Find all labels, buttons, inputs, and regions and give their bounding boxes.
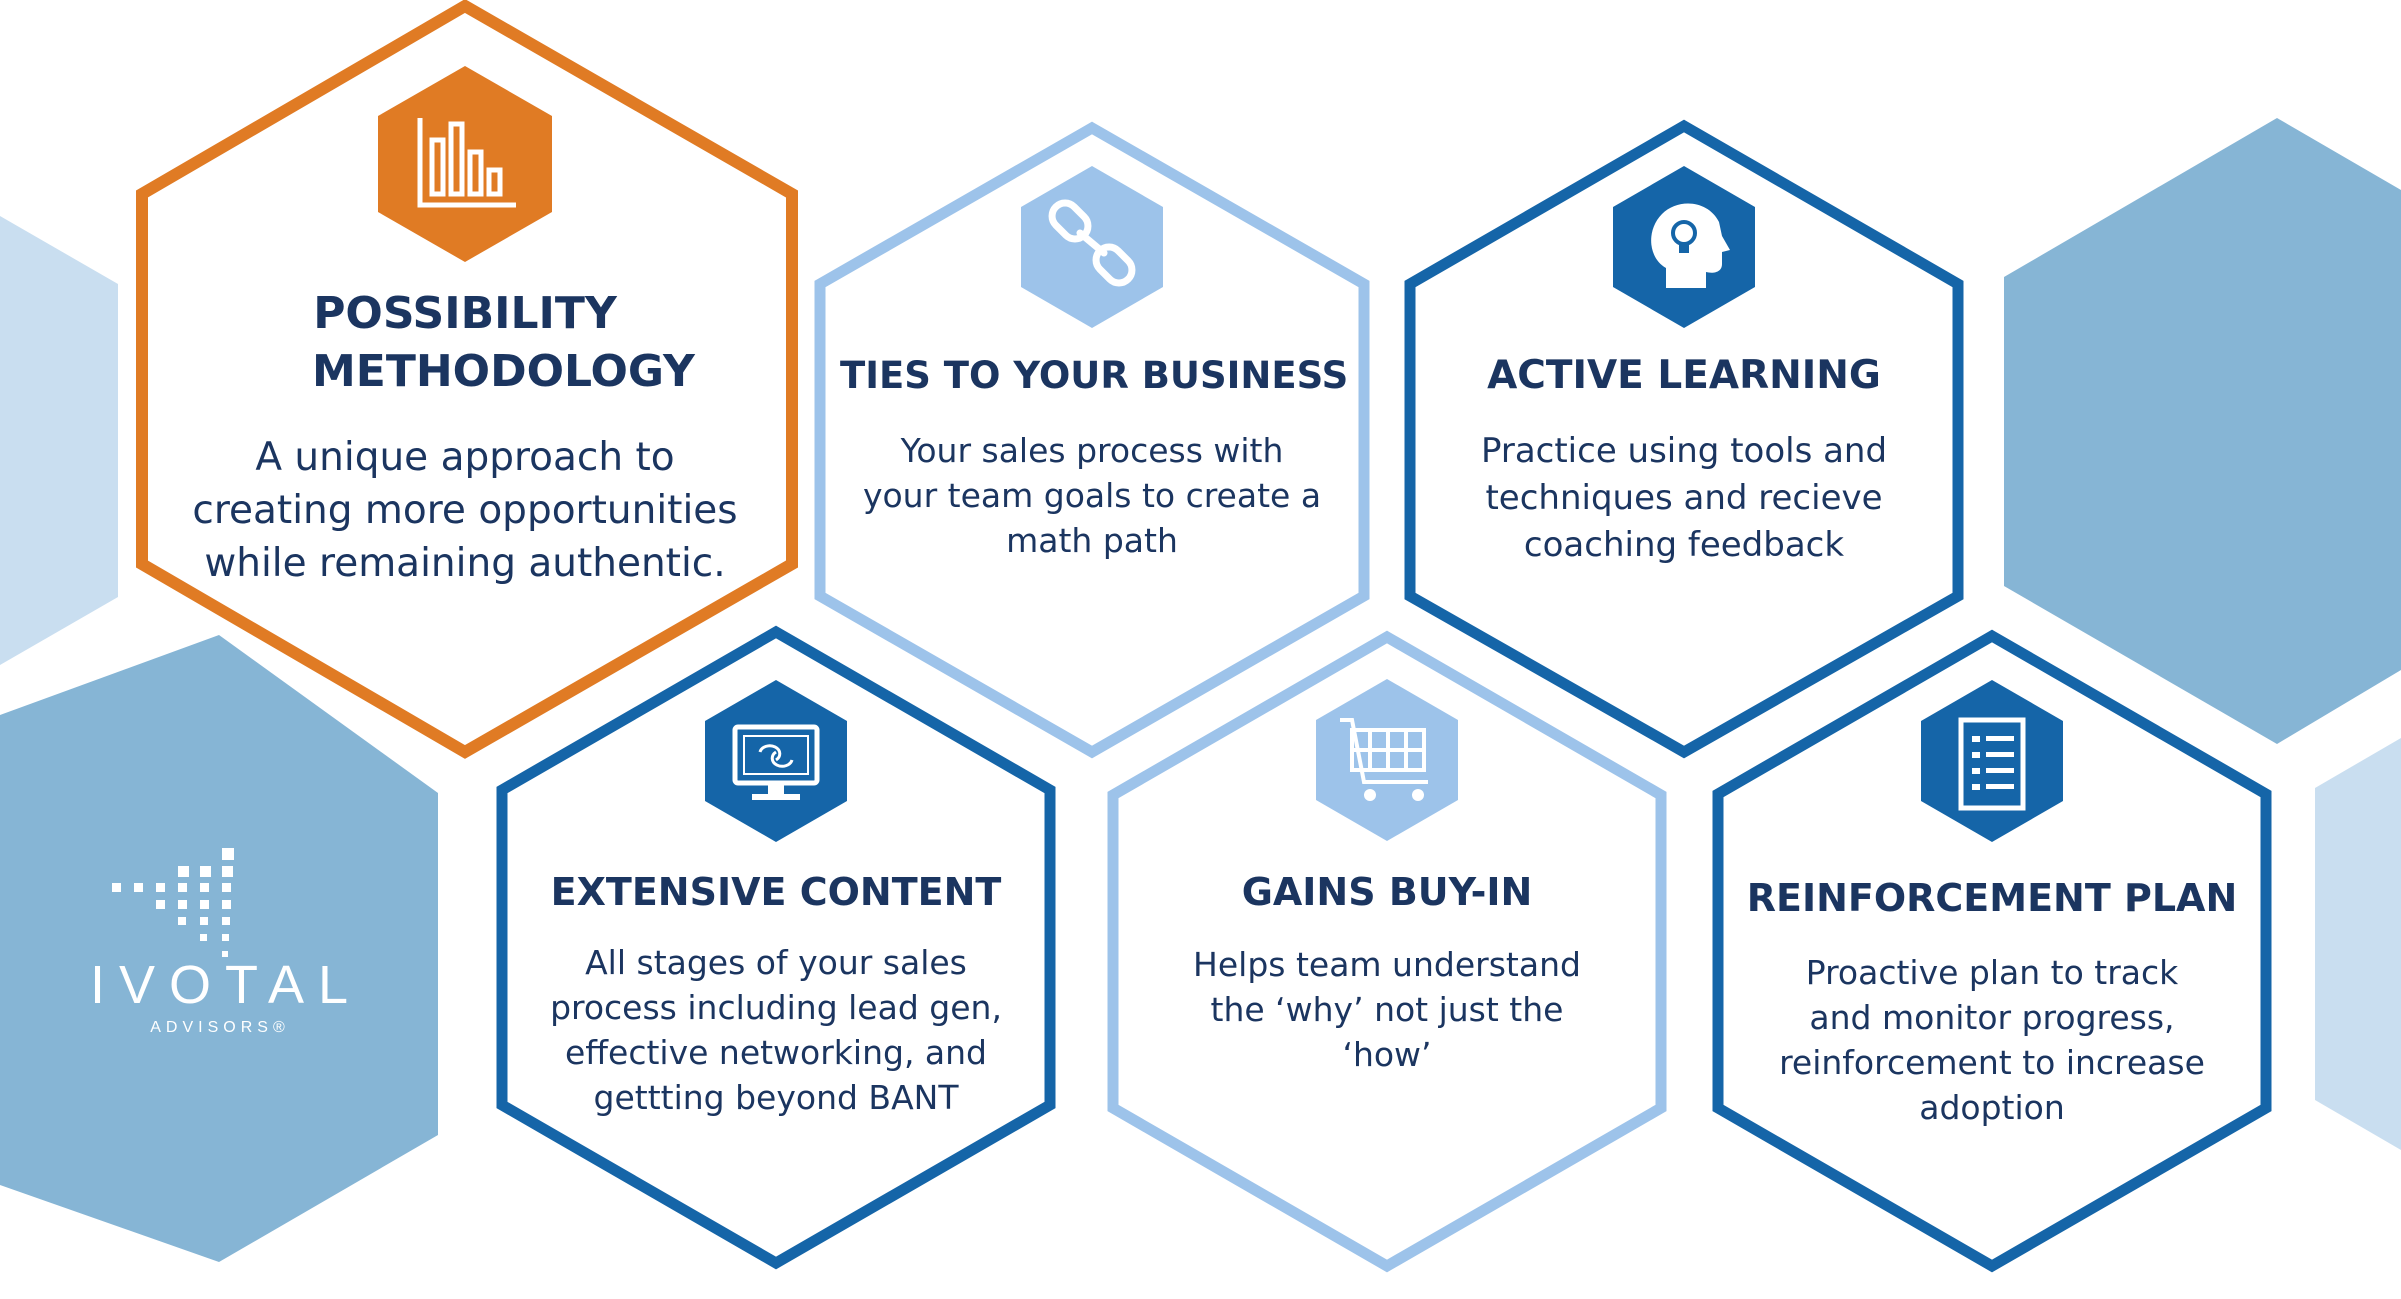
card-extensive: EXTENSIVE CONTENT All stages of your sal…	[516, 866, 1036, 1120]
card-title: TIES TO YOUR BUSINESS	[840, 354, 1349, 397]
card-description: A unique approach to creating more oppor…	[192, 435, 738, 586]
link-chain-icon	[1021, 166, 1163, 328]
bg-hexagon-left-bottom	[0, 635, 438, 1262]
card-ties: TIES TO YOUR BUSINESS Your sales process…	[840, 350, 1349, 563]
brand-sub: ADVISORS®	[150, 1019, 290, 1036]
card-possibility: POSSIBILITY METHODOLOGY A unique approac…	[162, 285, 768, 590]
card-title: REINFORCEMENT PLAN	[1746, 876, 2238, 920]
head-lightbulb-icon	[1613, 166, 1755, 328]
logo-dots	[112, 848, 234, 957]
hexagon-reinforcement	[1712, 629, 2272, 1273]
card-description: Proactive plan to track and monitor prog…	[1779, 953, 2205, 1127]
hexagon-extensive	[496, 625, 1056, 1270]
card-gains: GAINS BUY-IN Helps team understand the ‘…	[1133, 866, 1641, 1077]
hexagon-active	[1404, 119, 1964, 759]
card-title: POSSIBILITY METHODOLOGY	[312, 288, 695, 397]
bg-hexagon-left-top	[0, 216, 118, 665]
card-description: All stages of your sales process includi…	[550, 943, 1002, 1117]
hexagon-gains	[1107, 630, 1667, 1273]
bar-chart-icon	[378, 66, 552, 262]
card-reinforcement: REINFORCEMENT PLAN Proactive plan to tra…	[1738, 872, 2246, 1130]
hexagon-ties	[814, 121, 1370, 759]
card-description: Your sales process with your team goals …	[862, 431, 1322, 560]
card-title: ACTIVE LEARNING	[1487, 353, 1881, 398]
shopping-cart-icon	[1316, 679, 1458, 841]
card-description: Helps team understand the ‘why’ not just…	[1193, 945, 1581, 1074]
card-title: EXTENSIVE CONTENT	[550, 870, 1002, 914]
checklist-icon	[1921, 680, 2063, 842]
bg-hexagon-right-top	[2004, 118, 2401, 744]
card-active: ACTIVE LEARNING Practice using tools and…	[1430, 350, 1938, 569]
brand-name: IVOTAL	[90, 955, 363, 1015]
card-description: Practice using tools and techniques and …	[1480, 431, 1888, 565]
brand-logo: IVOTAL ADVISORS®	[90, 955, 350, 1039]
monitor-icon	[705, 680, 847, 842]
hexagon-possibility	[136, 0, 798, 759]
bg-hexagon-right-bottom	[2315, 738, 2401, 1150]
card-title: GAINS BUY-IN	[1241, 870, 1533, 914]
